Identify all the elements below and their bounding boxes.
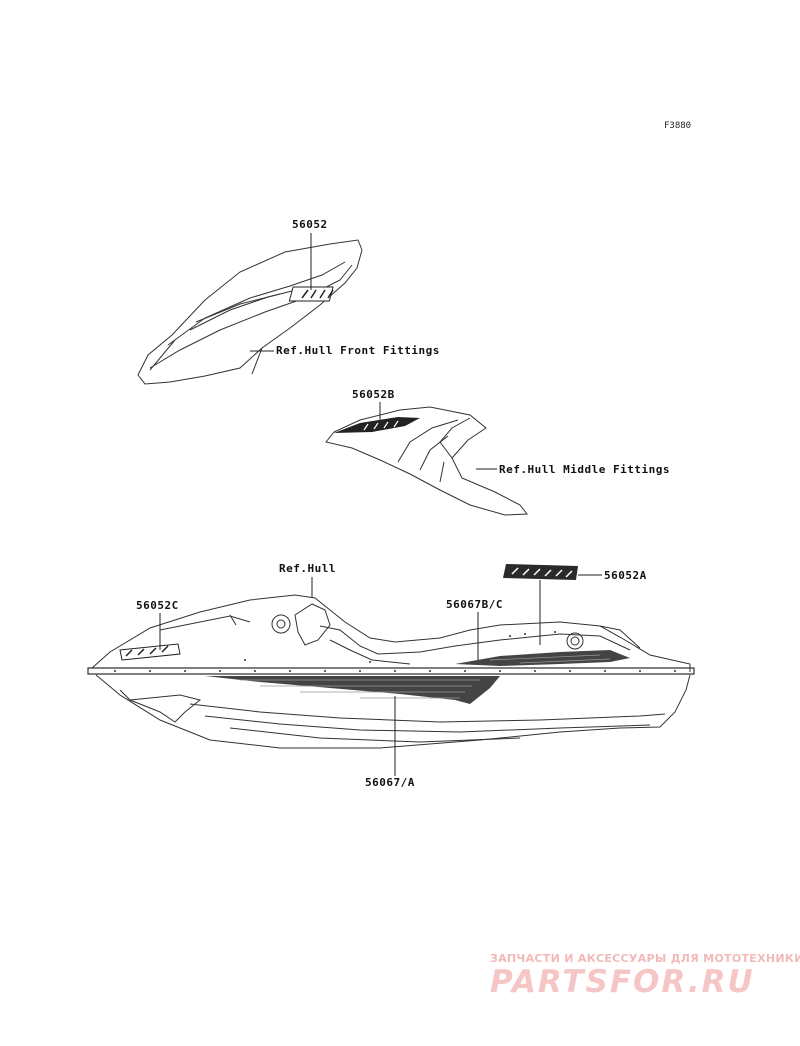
ref-hull: Ref.Hull [279,562,336,575]
figure-code: F3880 [664,121,692,131]
hull-body [87,594,695,749]
part-number-56052: 56052 [292,218,328,231]
front-fitting-panel [137,239,363,385]
ref-middle-fittings: Ref.Hull Middle Fittings [499,463,670,476]
part-number-56067a: 56067/A [365,776,415,789]
front-name-decal [119,643,181,661]
front-decal-logo [288,286,334,302]
middle-fitting-panel [325,406,528,516]
watermark-tagline: ЗАПЧАСТИ И АКСЕССУАРЫ ДЛЯ МОТОТЕХНИКИ [490,952,800,965]
deck-stripe-decal [455,650,630,666]
part-number-56052c: 56052C [136,599,179,612]
middle-decal-stripe [334,417,420,433]
deck-logo-decal [503,564,578,580]
gunwale-rivets [114,631,676,672]
part-number-56052a: 56052A [604,569,647,582]
part-number-56052b: 56052B [352,388,395,401]
watermark-logo: PARTSFOR.RU [490,964,755,1000]
ref-front-fittings: Ref.Hull Front Fittings [276,344,440,357]
hull-stripe-decal [205,676,500,704]
part-number-56067bc: 56067B/C [446,598,503,611]
